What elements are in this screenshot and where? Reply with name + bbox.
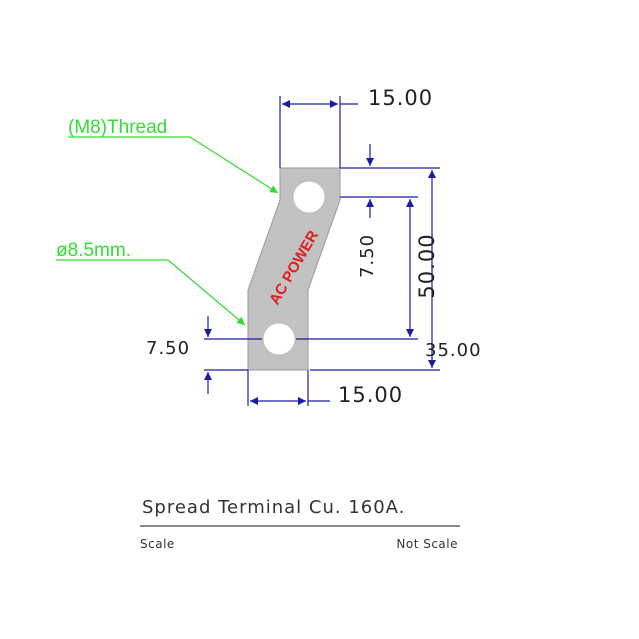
left-offset-dimension <box>204 316 262 394</box>
left-offset-value: 7.50 <box>146 338 190 359</box>
scale-label: Scale <box>140 537 175 551</box>
drawing-title: Spread Terminal Cu. 160A. <box>142 497 405 518</box>
right-offset-value: 7.50 <box>357 234 378 278</box>
hole-spacing-dimension <box>296 196 418 340</box>
hole-diameter-callout-label: ø8.5mm. <box>56 240 131 261</box>
top-width-dimension <box>279 96 358 168</box>
thread-callout-label: (M8)Thread <box>68 117 167 138</box>
thread-callout-leader <box>68 136 279 194</box>
bottom-width-value: 15.00 <box>338 383 403 407</box>
upper-hole <box>292 180 326 214</box>
total-height-dimension <box>310 167 440 371</box>
bottom-width-dimension <box>247 370 330 406</box>
lower-hole <box>262 322 296 356</box>
total-height-value: 50.00 <box>415 233 439 298</box>
top-width-value: 15.00 <box>368 86 433 110</box>
hole-diameter-callout-leader <box>56 259 246 326</box>
hole-spacing-value: 35.00 <box>425 340 482 361</box>
scale-value: Not Scale <box>396 537 458 551</box>
